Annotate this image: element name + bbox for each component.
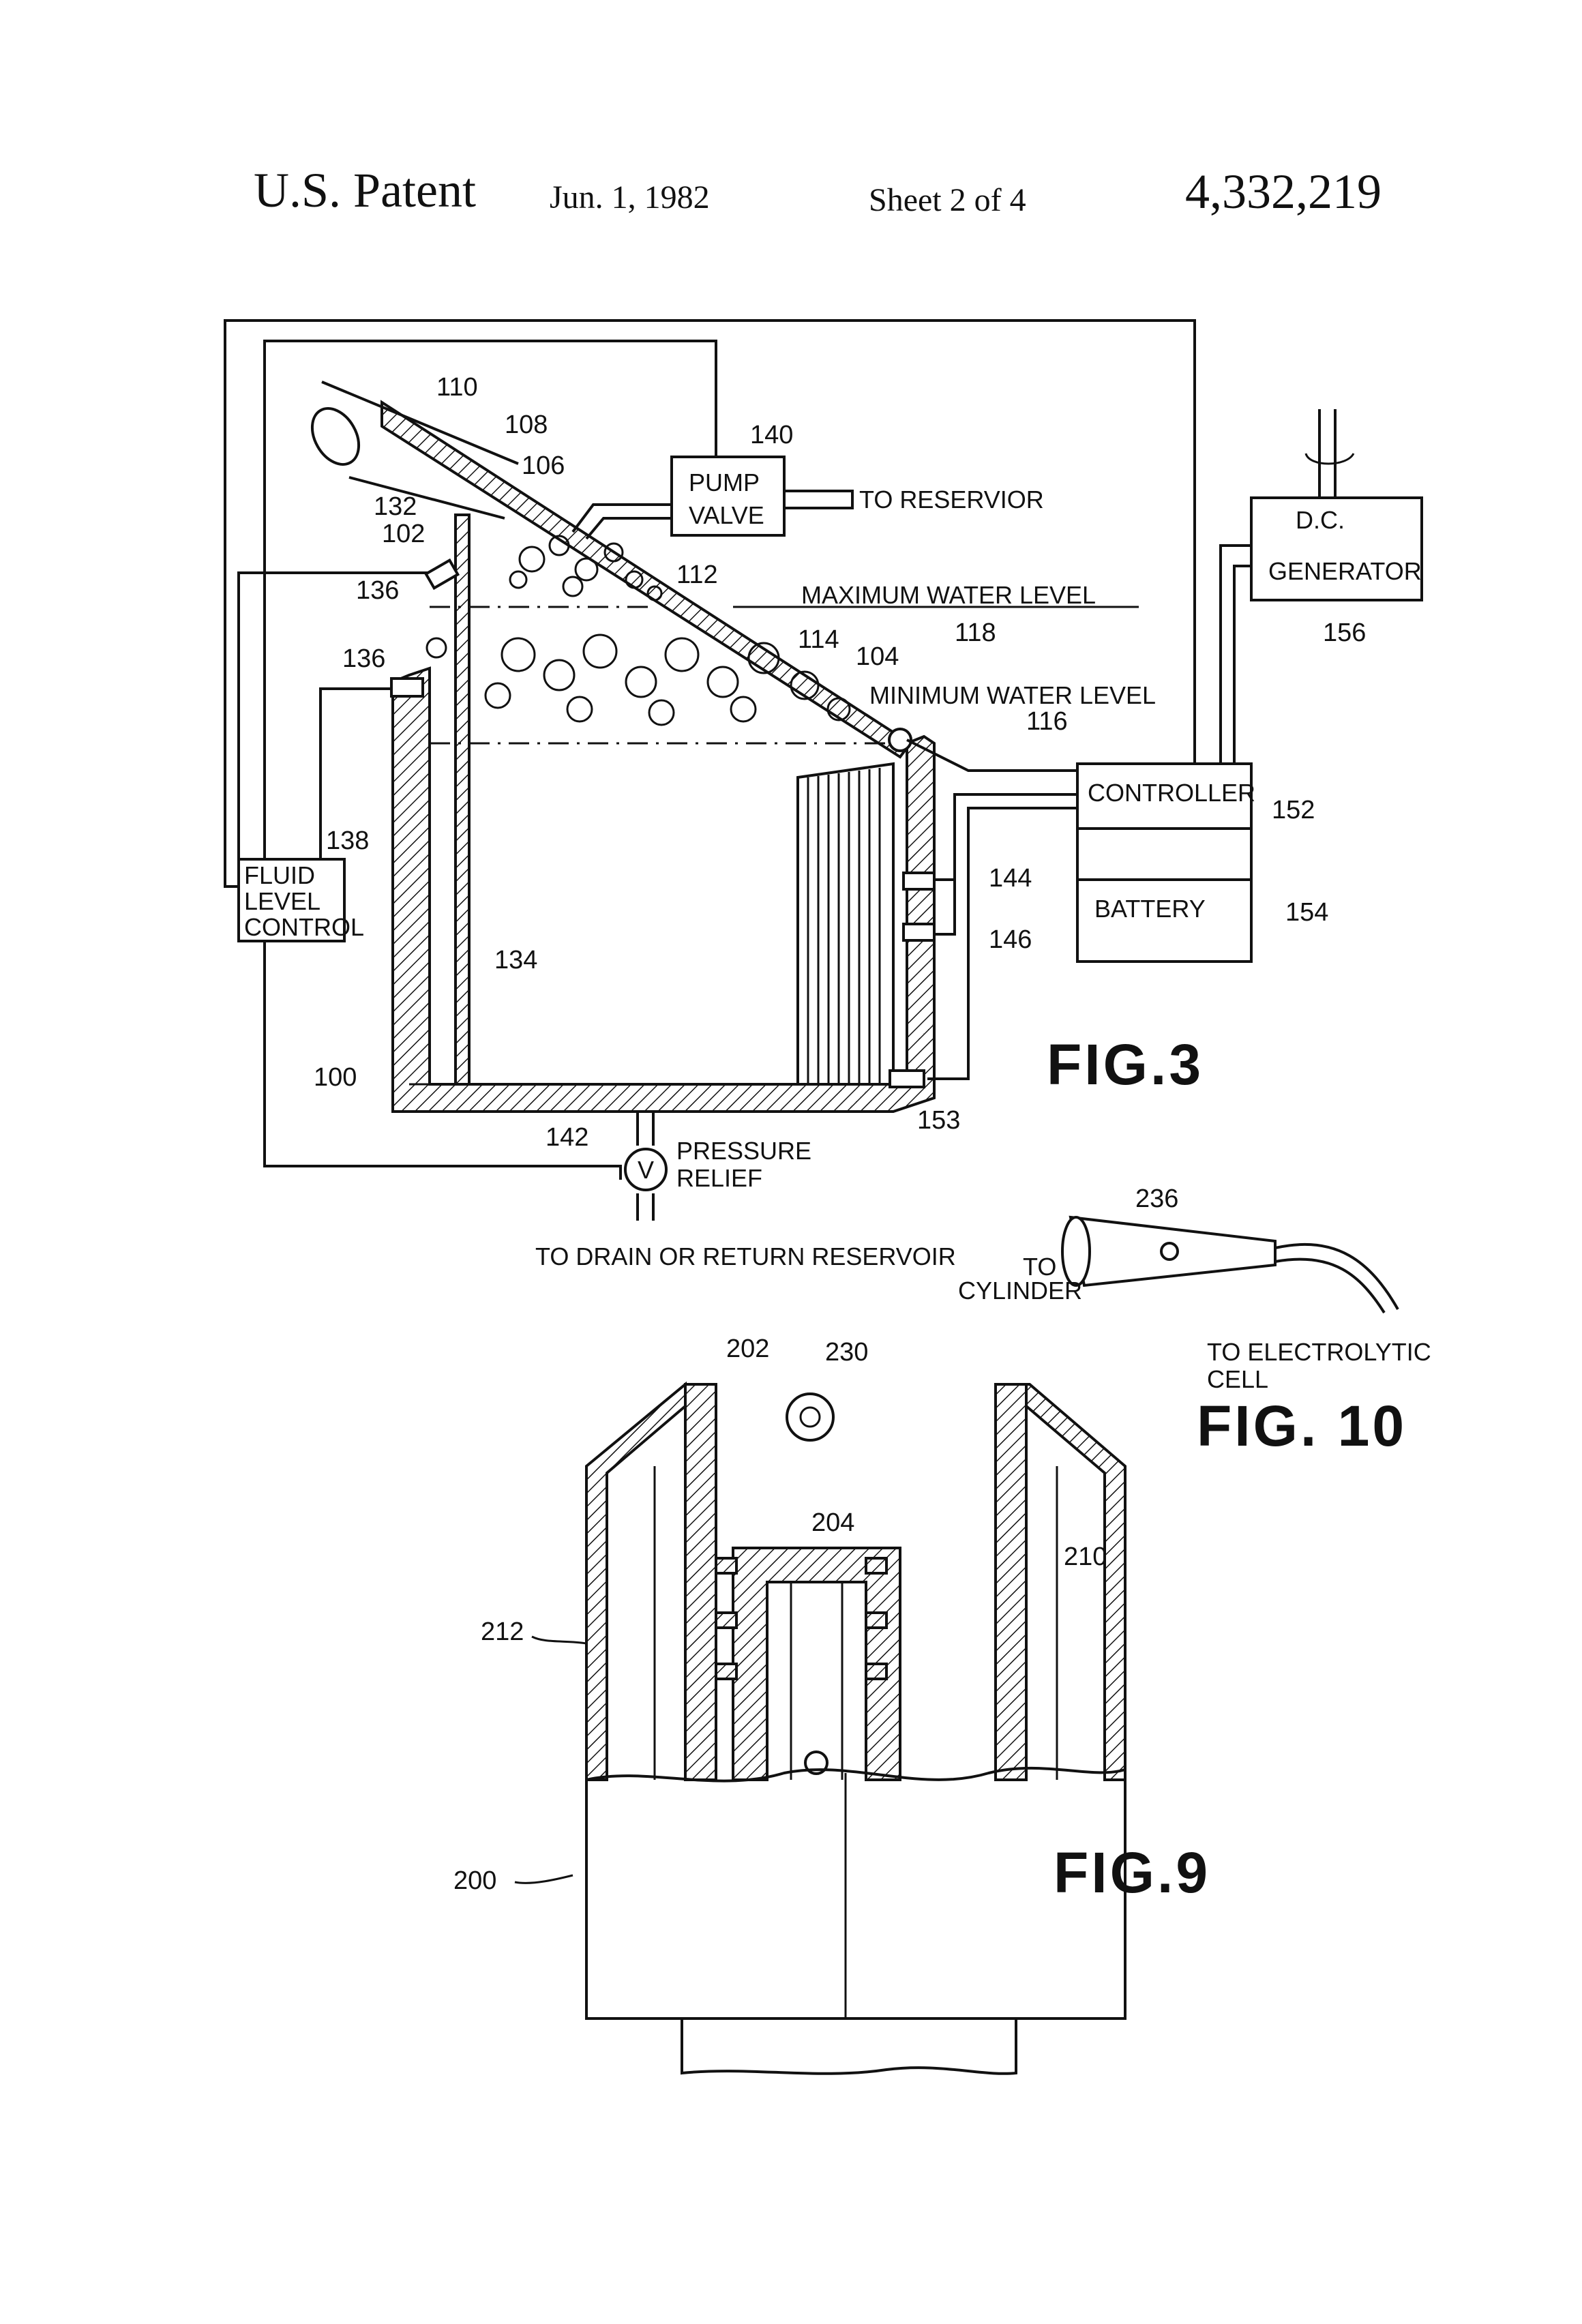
ref-108: 108	[505, 411, 548, 439]
fig10-nozzle-mouth	[1062, 1217, 1090, 1285]
fig9-cylinder-wall-right	[996, 1384, 1026, 1780]
fig9-base	[682, 2018, 1016, 2074]
fig9-ref-202: 202	[726, 1335, 769, 1363]
ref-132: 132	[374, 492, 417, 521]
ref-116: 116	[1026, 707, 1068, 736]
wire-inner-loop	[265, 341, 716, 1180]
controller-link	[1077, 829, 1251, 880]
control-label: CONTROL	[244, 913, 364, 941]
sensor-136-upper	[426, 561, 458, 589]
fig10-to-electrolytic-label: TO ELECTROLYTIC	[1207, 1338, 1431, 1366]
tube-134	[456, 515, 469, 1084]
ref-104: 104	[856, 642, 899, 671]
pressure-label: PRESSURE	[676, 1137, 811, 1165]
ref-110: 110	[436, 373, 478, 402]
pump-label: PUMP	[689, 468, 760, 496]
fig9-title: FIG.9	[1054, 1841, 1210, 1905]
fig9-ring-3	[716, 1664, 736, 1679]
fig9-ring-5	[866, 1613, 886, 1628]
ref-144: 144	[989, 864, 1032, 893]
ref-142: 142	[546, 1123, 588, 1152]
fig9-ref-212: 212	[481, 1618, 524, 1646]
fig10-hose	[1275, 1245, 1398, 1313]
ref-136-lower: 136	[342, 644, 385, 673]
fig9-leader-200	[515, 1875, 573, 1883]
ref-146: 146	[989, 925, 1032, 954]
fig10-port-236	[1161, 1243, 1178, 1260]
dc-label: D.C.	[1296, 506, 1345, 534]
fig9-port-230	[787, 1394, 833, 1440]
ref-114: 114	[798, 625, 839, 654]
wire-generator	[1221, 546, 1251, 784]
wire-fluid-control-mid	[320, 689, 395, 887]
controller-label: CONTROLLER	[1088, 779, 1255, 807]
ref-106: 106	[522, 451, 565, 480]
fig10-ref-236: 236	[1135, 1185, 1178, 1213]
fig9-ref-210: 210	[1064, 1543, 1107, 1571]
ref-136-upper: 136	[356, 576, 399, 605]
battery-label: BATTERY	[1094, 895, 1206, 923]
sensor-136-lower	[391, 679, 423, 696]
ref-154: 154	[1285, 898, 1328, 927]
valve-symbol-label: V	[638, 1156, 654, 1184]
maximum-water-level-label: MAXIMUM WATER LEVEL	[801, 581, 1096, 609]
ref-102: 102	[382, 520, 425, 548]
fig9-ring-1	[716, 1558, 736, 1573]
ref-118: 118	[955, 619, 996, 647]
fig9-diagram: 202 230 204 210 212 200 FIG.9	[453, 1335, 1210, 2074]
fig9-ring-4	[866, 1558, 886, 1573]
fig3-diagram: PUMP VALVE TO RESERVIOR MAXIMUM WATER LE…	[225, 321, 1422, 1270]
fig9-block-200	[586, 1768, 1125, 2018]
fig9-ref-200: 200	[453, 1866, 496, 1895]
ref-152: 152	[1272, 796, 1315, 824]
generator-label: GENERATOR	[1268, 557, 1422, 585]
fig10-cylinder-label: CYLINDER	[958, 1277, 1082, 1305]
sensor-153	[890, 1071, 924, 1087]
sensor-146	[904, 924, 934, 940]
ref-138: 138	[326, 826, 369, 855]
valve-label: VALVE	[689, 501, 764, 529]
to-reservoir-label: TO RESERVIOR	[859, 486, 1044, 513]
fig3-title: FIG.3	[1047, 1032, 1204, 1097]
fig9-ref-230: 230	[825, 1338, 868, 1367]
ref-134: 134	[494, 946, 537, 974]
ref-112: 112	[676, 561, 718, 589]
fig9-outer-wall-left	[586, 1384, 685, 1780]
rotation-arrow	[1306, 453, 1354, 464]
fig9-cylinder-wall-left	[685, 1384, 716, 1780]
tank-wall	[393, 668, 934, 1112]
fig10-title: FIG. 10	[1197, 1394, 1407, 1458]
generator-shaft	[1319, 409, 1335, 498]
electrode-stack	[798, 764, 893, 1084]
fig10-cell-label: CELL	[1207, 1365, 1268, 1393]
level-label: LEVEL	[244, 887, 320, 915]
fluid-label: FLUID	[244, 861, 315, 889]
ref-100: 100	[314, 1063, 357, 1092]
minimum-water-level-label: MINIMUM WATER LEVEL	[869, 681, 1156, 709]
fig9-leader-212	[532, 1637, 586, 1643]
fig9-ring-2	[716, 1613, 736, 1628]
relief-label: RELIEF	[676, 1164, 762, 1192]
fig9-ref-204: 204	[811, 1508, 854, 1537]
fig10-diagram: 236 TO CYLINDER TO ELECTROLYTIC CELL FIG…	[958, 1185, 1431, 1458]
to-drain-label: TO DRAIN OR RETURN RESERVOIR	[535, 1242, 956, 1270]
ref-153: 153	[917, 1106, 960, 1135]
inlet-pipe-end	[303, 400, 368, 473]
sensor-144	[904, 873, 934, 889]
ref-140: 140	[750, 421, 793, 449]
fig9-ring-6	[866, 1664, 886, 1679]
fig9-outer-wall-right	[1026, 1384, 1125, 1780]
ref-156: 156	[1323, 619, 1366, 647]
